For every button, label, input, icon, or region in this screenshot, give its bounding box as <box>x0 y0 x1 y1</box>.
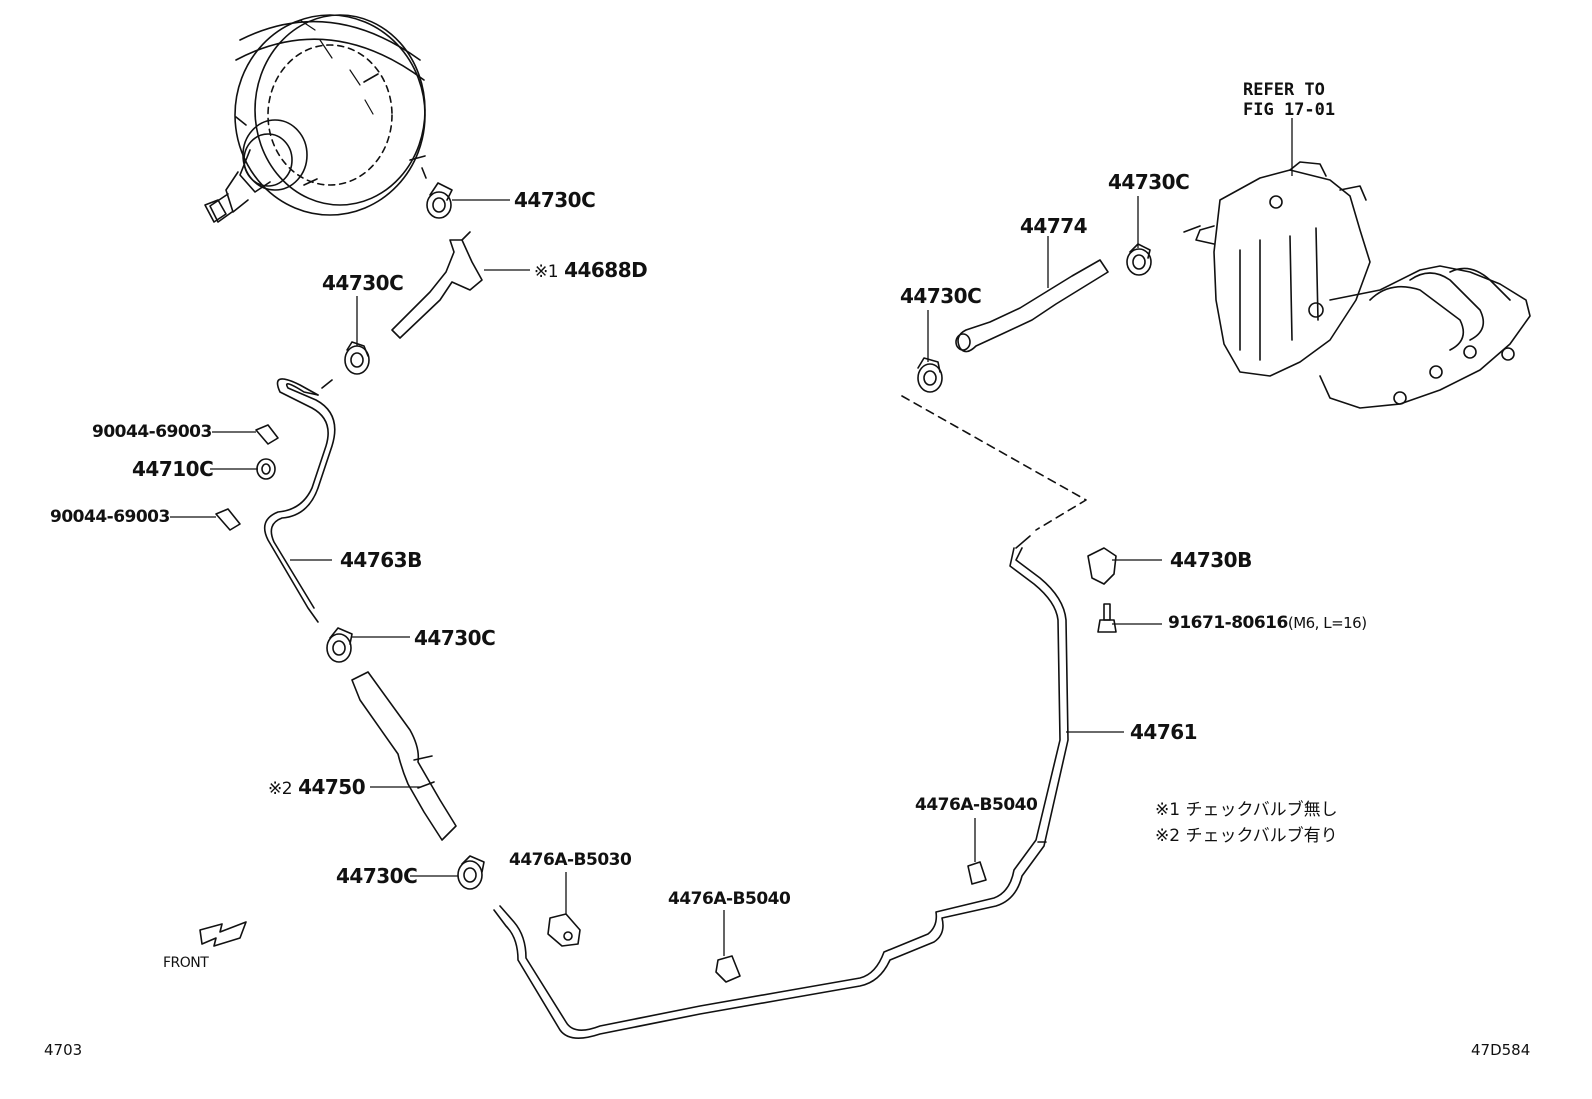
label-bracket-right: 44730B <box>1170 548 1252 572</box>
legend-mark-1: ※1 <box>1155 800 1181 820</box>
front-arrow-icon <box>199 921 247 947</box>
label-hose-top-number: 44688D <box>564 258 648 282</box>
clamp-right-upper <box>1126 225 1201 276</box>
bracket-right <box>1087 547 1117 585</box>
label-clamp-bracket-left: 4476A-B5030 <box>509 850 632 870</box>
clamp-bracket-left <box>547 913 581 947</box>
dashed-connection <box>901 395 1087 531</box>
hose-right <box>955 259 1109 353</box>
label-clamp-bracket-right: 4476A-B5040 <box>915 795 1038 815</box>
label-clamp-right-upper: 44730C <box>1108 170 1190 194</box>
label-clamp-top: 44730C <box>514 188 596 212</box>
label-bolt-spec: (M6, L=16) <box>1287 614 1367 632</box>
legend-item-2: ※2 チェックバルブ有り <box>1155 828 1338 845</box>
clamp-right-lower <box>917 357 943 393</box>
hose-top <box>391 231 483 339</box>
label-bolt: 91671-80616(M6, L=16) <box>1168 615 1367 632</box>
label-clip-upper: 90044-69003 <box>92 422 212 442</box>
label-front: FRONT <box>163 955 209 971</box>
label-bolt-number: 91671-80616 <box>1168 613 1288 633</box>
clamp-left-lower <box>326 627 353 663</box>
reference-note: REFER TO FIG 17-01 <box>1243 80 1335 121</box>
clamp-bracket-mid <box>715 955 741 983</box>
bolt <box>1097 603 1117 633</box>
legend-mark-2: ※2 <box>1155 826 1181 846</box>
label-pipe-left: 44763B <box>340 548 422 572</box>
label-clamp-left-upper: 44730C <box>322 271 404 295</box>
brake-booster <box>204 14 426 223</box>
check-mark-1: ※1 <box>534 262 559 282</box>
legend-text-1: チェックバルブ無し <box>1185 800 1338 820</box>
label-clamp-left-lower: 44730C <box>414 626 496 650</box>
pipe-main <box>493 535 1069 1039</box>
label-clamp-right-lower: 44730C <box>900 284 982 308</box>
legend-item-1: ※1 チェックバルブ無し <box>1155 802 1338 819</box>
hose-valve <box>351 671 457 841</box>
clip-lower <box>215 508 241 531</box>
label-hose-valve-number: 44750 <box>298 775 366 799</box>
clamp-left-upper <box>344 341 370 375</box>
leader-lines <box>170 118 1293 956</box>
clamp-bottom <box>457 855 485 890</box>
intake-manifold <box>1195 161 1531 409</box>
label-hose-right: 44774 <box>1020 214 1088 238</box>
reference-line-1: REFER TO <box>1243 80 1325 100</box>
grommet <box>256 458 276 480</box>
clamp-bracket-right <box>967 861 987 885</box>
label-clip-lower: 90044-69003 <box>50 507 170 527</box>
reference-line-2: FIG 17-01 <box>1243 100 1336 121</box>
figure-number-left: 4703 <box>44 1041 83 1059</box>
figure-number-right: 47D584 <box>1471 1041 1531 1059</box>
label-clamp-bracket-mid: 4476A-B5040 <box>668 889 791 909</box>
check-mark-2: ※2 <box>268 779 293 799</box>
pipe-left <box>263 378 336 623</box>
clip-upper <box>255 424 279 445</box>
label-pipe-main: 44761 <box>1130 720 1198 744</box>
legend-text-2: チェックバルブ有り <box>1185 826 1338 846</box>
label-grommet: 44710C <box>132 457 214 481</box>
clamp-top <box>421 167 453 219</box>
label-clamp-bottom: 44730C <box>336 864 418 888</box>
